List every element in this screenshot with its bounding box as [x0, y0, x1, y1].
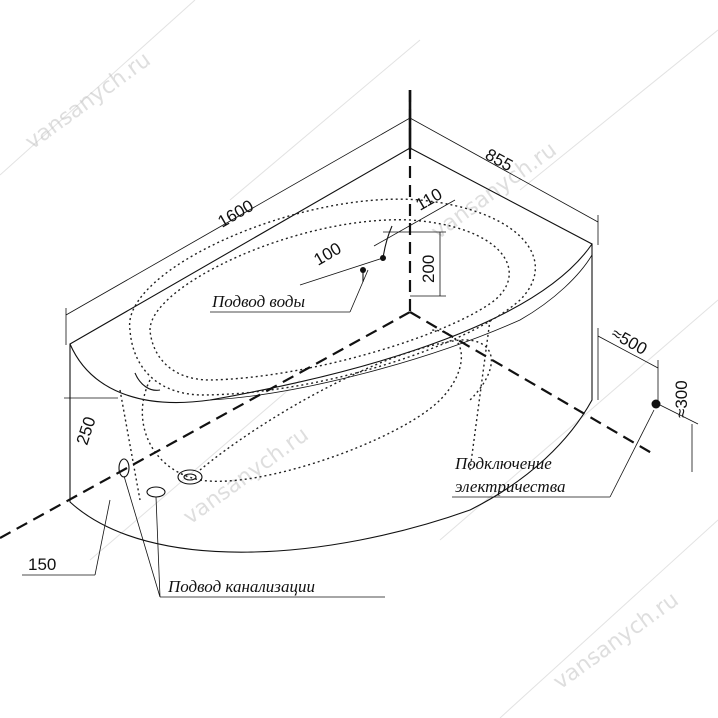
water-supply-label: Подвод воды	[211, 292, 305, 311]
dim-line-length	[65, 117, 411, 316]
watermark-text: vansanych.ru	[179, 422, 314, 529]
sewer-pipe-end	[146, 486, 166, 498]
dim-electric-height-text: ≈300	[672, 380, 691, 418]
watermark-line	[0, 0, 196, 176]
water-label-leader	[349, 269, 369, 313]
drain-hole	[177, 469, 203, 485]
watermark-line	[89, 379, 301, 561]
dim-line-drain-offset	[94, 499, 111, 576]
water-inlet-stem	[382, 225, 393, 259]
water-supply-points	[360, 225, 393, 282]
bowl-bottom-outline	[141, 329, 462, 482]
bathtub-rim	[69, 147, 593, 404]
dim-length-text: 1600	[215, 196, 257, 231]
overflow-fitting	[134, 372, 161, 391]
watermark-line	[519, 29, 718, 191]
callout-labels: Подвод воды Подключение электричества По…	[167, 292, 565, 596]
sewer-label-leader	[155, 496, 161, 598]
dim-electric-offset-text: ≈500	[608, 324, 650, 359]
dim-water-horizontal-text: 100	[311, 239, 345, 270]
dim-drain-height-text: 250	[73, 414, 100, 447]
frame-leg	[119, 389, 141, 501]
frame-leg	[469, 319, 491, 471]
watermark-line	[229, 39, 421, 201]
axis-line-front	[0, 311, 411, 539]
drain-hole-inner	[183, 473, 197, 481]
dim-line-water-horizontal	[299, 257, 384, 286]
electricity-label-line1: Подключение	[454, 454, 552, 473]
sewer-pipe-end	[118, 458, 130, 478]
watermark-line	[499, 519, 718, 718]
bowl-inner-outline	[149, 219, 510, 381]
dim-line-water-side	[373, 199, 456, 247]
electricity-label-line2: электричества	[455, 477, 565, 496]
dim-water-side-text: 110	[413, 184, 446, 214]
dim-line-electric-offset	[597, 335, 659, 369]
watermark-text: vansanych.ru	[549, 587, 684, 694]
dim-drain-offset-text: 150	[28, 555, 56, 574]
bathtub-rim-edge	[209, 254, 593, 401]
watermark-text: vansanych.ru	[21, 47, 156, 154]
bathtub-body	[69, 147, 593, 553]
axis-lines	[0, 90, 656, 539]
axis-line-side	[409, 311, 656, 456]
dim-line-width	[409, 117, 599, 223]
sewer-label-leader	[123, 475, 161, 598]
dim-extension	[657, 403, 699, 425]
sewer-supply-label: Подвод канализации	[167, 577, 315, 596]
electric-label-leader	[609, 409, 655, 498]
bowl-floor-outline	[199, 339, 493, 471]
bathtub-front-panel	[69, 244, 593, 553]
electric-connection-point	[651, 399, 661, 409]
dimension-lines	[22, 117, 699, 576]
leader-lines	[123, 269, 655, 598]
dim-water-height-text: 200	[419, 255, 438, 283]
bowl-outline	[129, 198, 537, 396]
